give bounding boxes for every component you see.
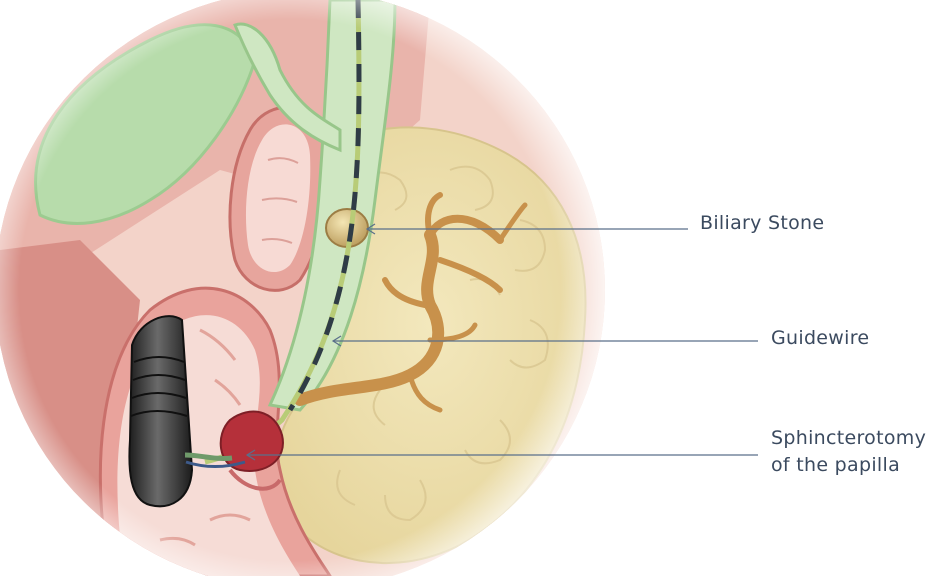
label-sphincterotomy: Sphincterotomy of the papilla xyxy=(771,425,926,479)
label-sphincterotomy-line1: Sphincterotomy xyxy=(771,425,926,452)
label-biliary-stone: Biliary Stone xyxy=(700,210,824,237)
label-guidewire: Guidewire xyxy=(771,325,869,352)
label-sphincterotomy-line2: of the papilla xyxy=(771,452,926,479)
